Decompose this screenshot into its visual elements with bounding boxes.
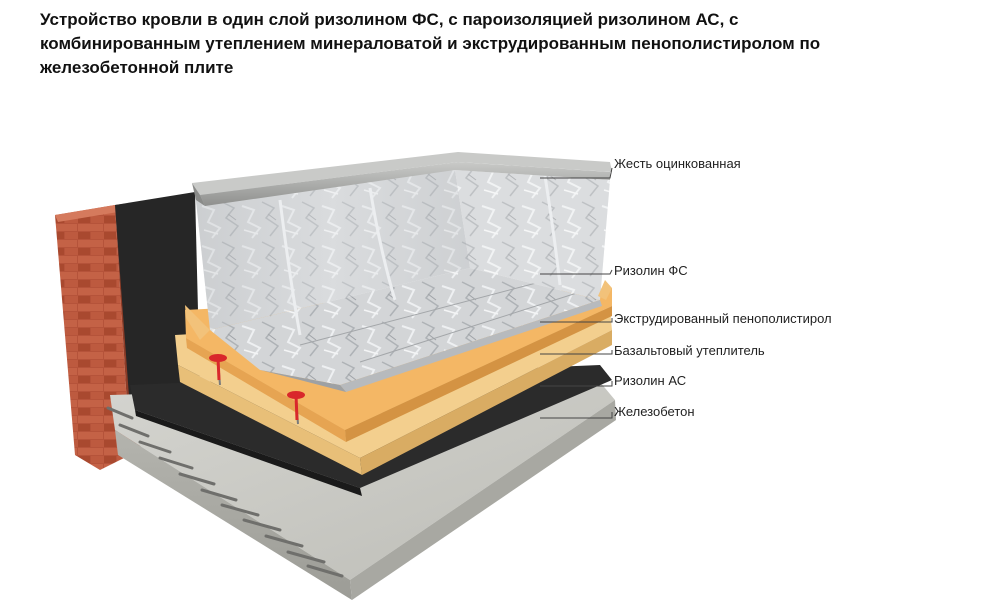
steel-flashing — [192, 152, 612, 206]
label-basalt-insulation: Базальтовый утеплитель — [614, 343, 765, 358]
label-rizolin-as: Ризолин АС — [614, 373, 687, 388]
label-xps: Экструдированный пенополистирол — [614, 311, 832, 326]
fastener-icon — [209, 354, 305, 425]
membrane-walls — [185, 170, 612, 340]
page-title: Устройство кровли в один слой ризолином … — [40, 10, 821, 77]
label-reinforced-concrete: Железобетон — [614, 404, 695, 419]
label-galvanized-steel: Жесть оцинкованная — [614, 156, 741, 171]
label-rizolin-fs: Ризолин ФС — [614, 263, 688, 278]
rebar-icon — [106, 406, 344, 578]
leader-lines — [540, 167, 613, 419]
membrane-floor — [210, 268, 602, 392]
